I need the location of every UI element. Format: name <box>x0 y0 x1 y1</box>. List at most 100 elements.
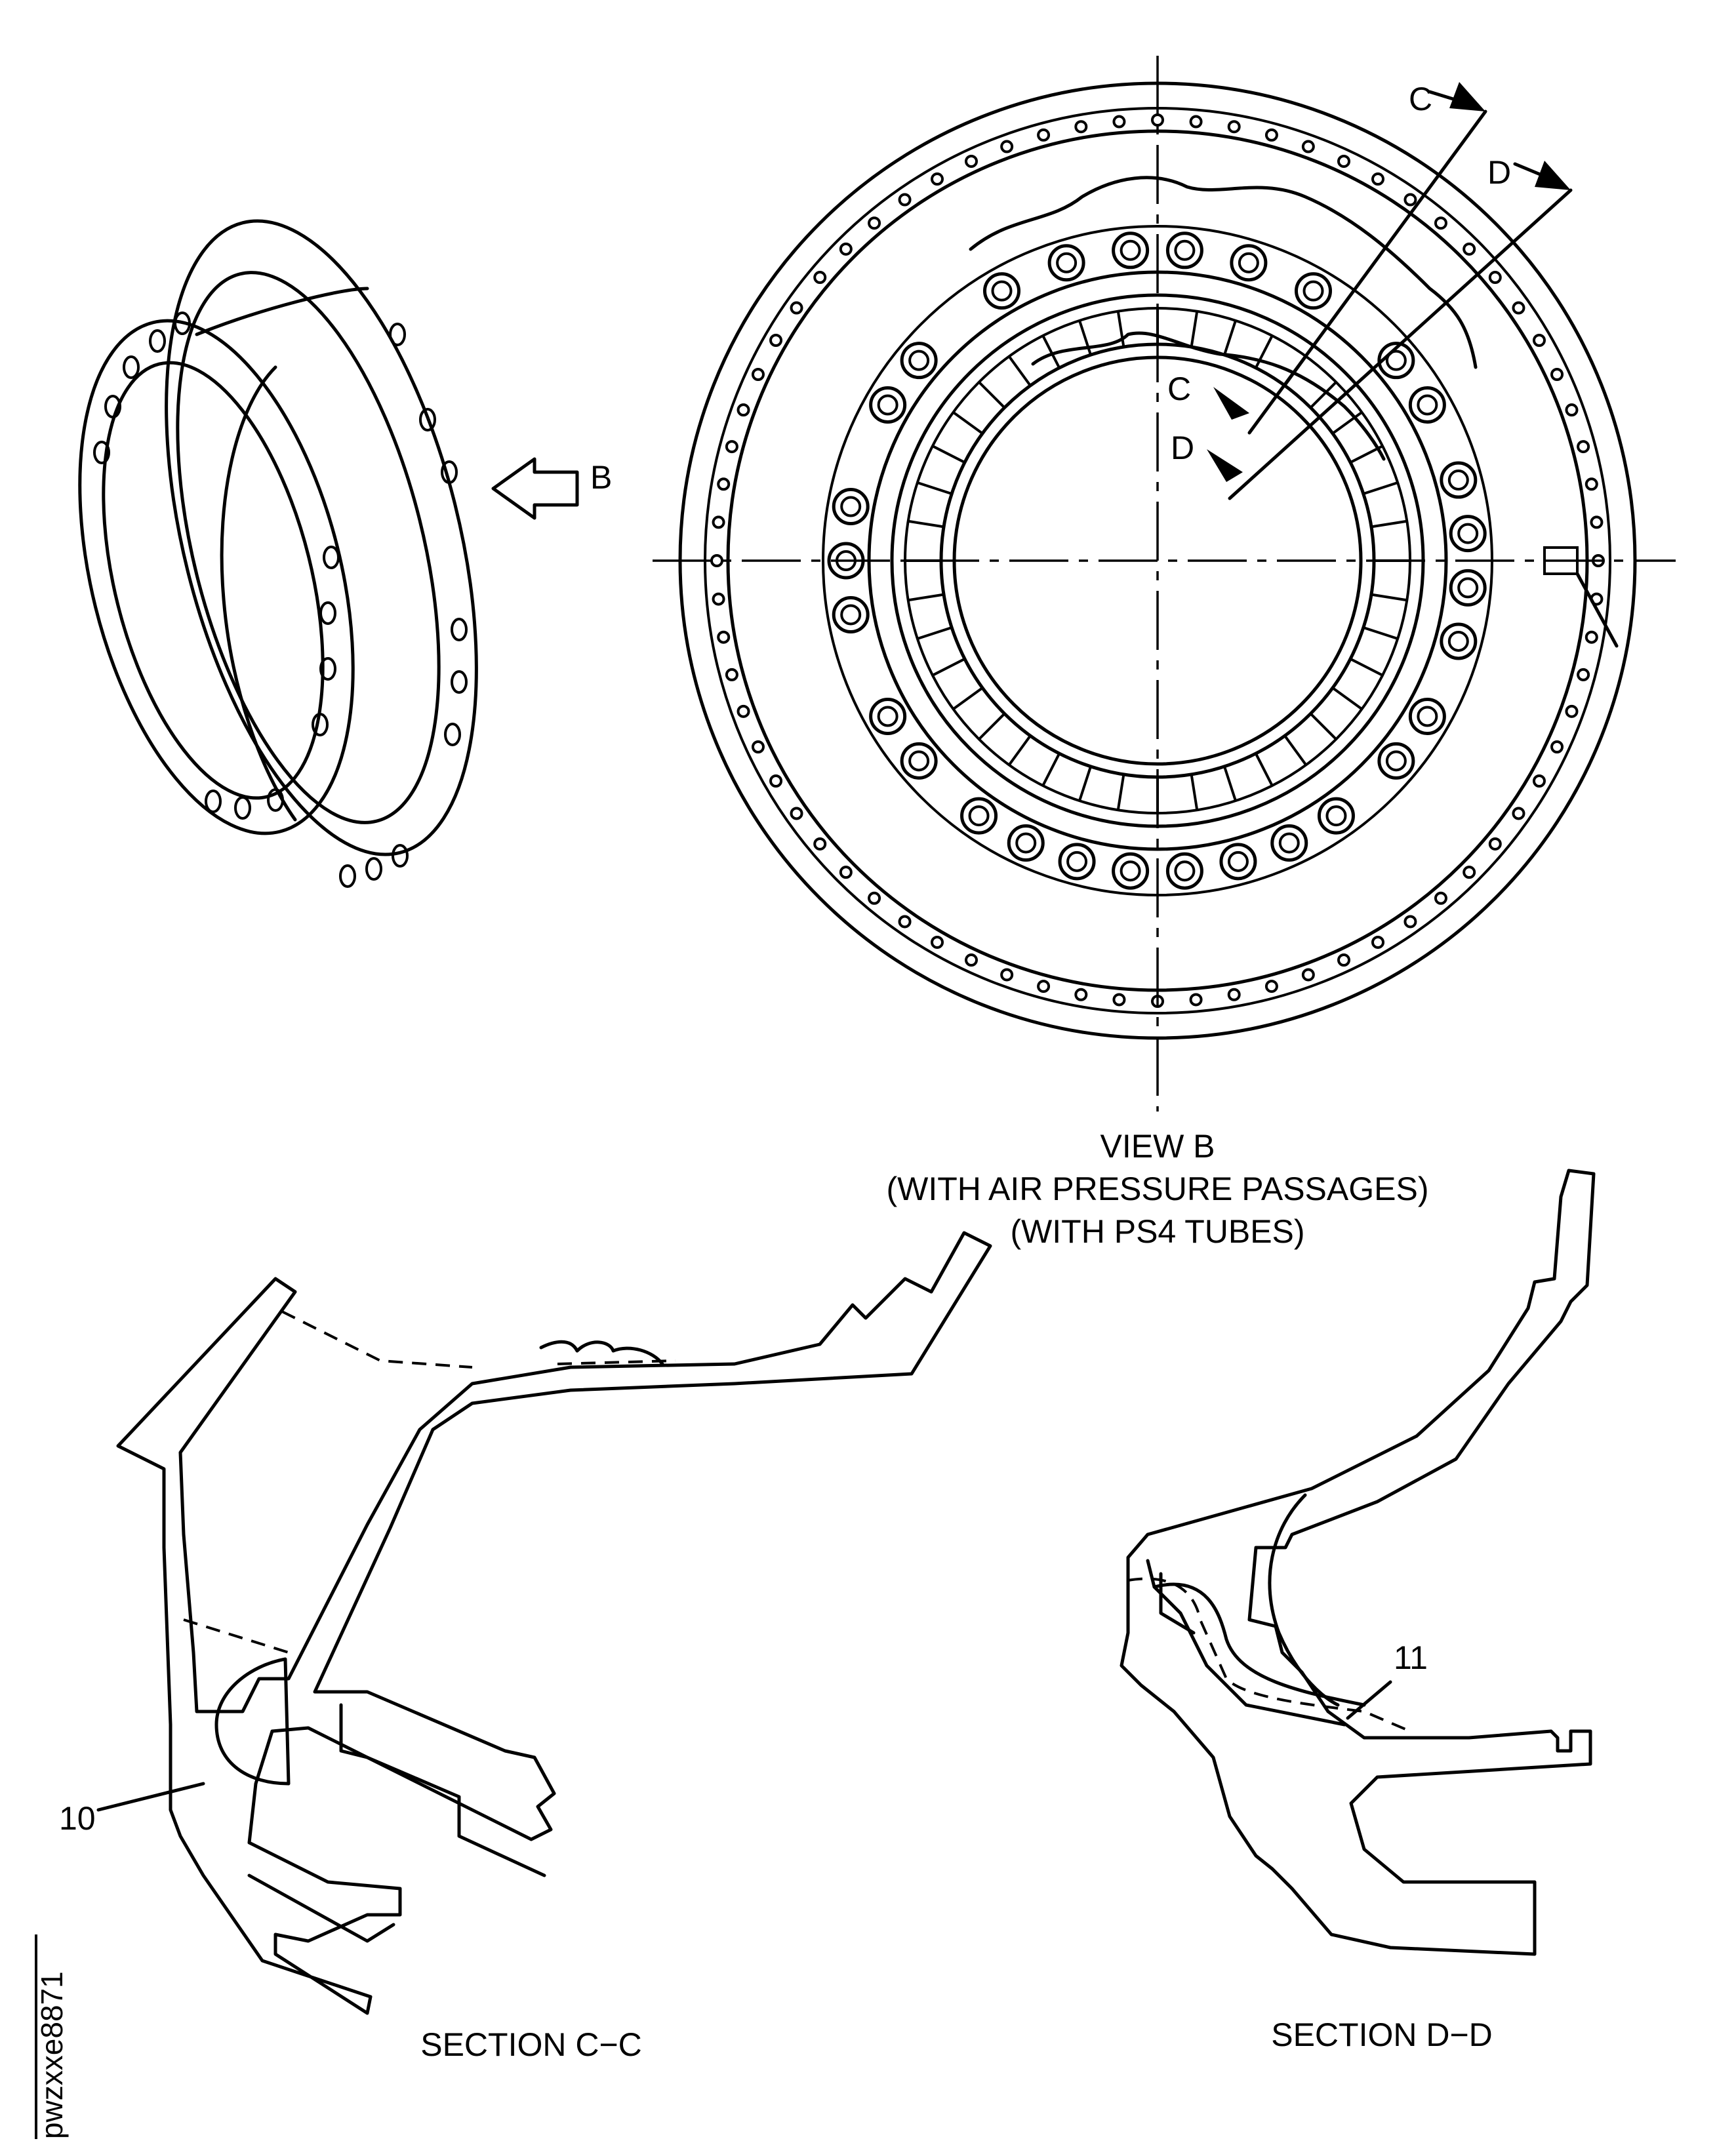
vane-tick <box>1116 311 1125 348</box>
outer-bolt-hole <box>868 216 881 230</box>
boss-hole <box>869 698 907 735</box>
outer-bolt-hole <box>1301 140 1315 153</box>
vane-tick <box>1363 626 1398 640</box>
boss-hole <box>1447 470 1469 491</box>
outer-bolt-hole <box>1151 113 1164 127</box>
boss-hole <box>1385 750 1407 772</box>
outer-bolt-hole <box>868 891 881 905</box>
boss-hole <box>908 350 930 371</box>
boss-hole <box>1174 860 1196 882</box>
vane-tick <box>1255 335 1274 369</box>
outer-bolt-hole <box>1000 968 1014 982</box>
vane-tick <box>1309 712 1337 740</box>
vane-tick <box>917 481 952 495</box>
section-cc: 10 <box>59 1231 992 2015</box>
boss-hole <box>991 280 1013 302</box>
boss-hole <box>1238 252 1259 273</box>
outer-bolt-hole <box>769 334 783 347</box>
bosses <box>827 231 1487 890</box>
outer-bolt-hole <box>751 368 765 382</box>
view-b-caption-line2: (WITH AIR PRESSURE PASSAGES) <box>886 1171 1428 1207</box>
boss-hole <box>832 488 870 526</box>
inner-cutaway-edge <box>1031 331 1386 461</box>
cut-d-inner-label: D <box>1171 430 1194 466</box>
vane-tick <box>1363 481 1398 495</box>
vane-tick <box>1371 593 1407 602</box>
outer-bolt-hole <box>1488 271 1502 285</box>
boss-hole <box>1270 824 1308 862</box>
boss-hole <box>1165 852 1203 890</box>
boss-hole <box>1408 698 1446 735</box>
outer-bolt-hole <box>931 935 944 949</box>
outer-bolt-hole <box>717 477 731 491</box>
boss-hole <box>1056 252 1078 273</box>
view-arrow-label: B <box>590 459 612 496</box>
boss-hole <box>877 706 898 727</box>
outer-bolt-hole <box>898 915 912 929</box>
outer-bolt-hole <box>717 630 731 644</box>
cut-line-d <box>1228 188 1573 500</box>
isometric-ring: B <box>78 219 612 888</box>
cutaway-edge <box>969 176 1478 369</box>
outer-bolt-hole <box>1301 968 1315 982</box>
vane-tick <box>1041 753 1060 786</box>
vane-tick <box>1190 311 1199 348</box>
outer-bolt-hole <box>769 774 783 788</box>
boss-hole <box>1457 523 1479 544</box>
section-dd: 11 <box>1120 1169 1596 1956</box>
outer-bolt-hole <box>751 740 765 753</box>
boss-hole <box>1227 851 1249 872</box>
boss-hole <box>1417 706 1438 727</box>
boss-hole <box>1302 280 1324 302</box>
outer-bolt-hole <box>1585 630 1598 644</box>
section-cc-outline <box>116 1231 992 2015</box>
boss-hole <box>1047 244 1085 282</box>
vane-tick <box>1190 774 1199 811</box>
outer-bolt-hole <box>813 271 827 285</box>
section-cc-caption: SECTION C−C <box>420 2026 642 2063</box>
vane-tick <box>1255 753 1274 786</box>
outer-bolt-hole <box>1403 193 1417 207</box>
outer-bolt-hole <box>1074 120 1088 134</box>
boss-hole <box>1447 630 1469 652</box>
ring-bolt-holes <box>93 311 468 888</box>
outer-bolt-hole <box>1189 115 1203 129</box>
boss-hole <box>1230 244 1268 282</box>
boss-hole <box>1385 350 1407 371</box>
outer-bolt-hole <box>712 515 725 529</box>
vane-tick <box>1283 734 1307 766</box>
arrow-c-top <box>1449 82 1485 111</box>
outer-bolt-hole <box>1000 140 1014 153</box>
outer-bolt-hole <box>790 301 803 315</box>
boss-hole <box>836 550 857 571</box>
item-11-label: 11 <box>1394 1639 1428 1676</box>
vane-tick <box>1331 687 1363 710</box>
arrow-d-inner <box>1207 449 1243 482</box>
vane-tick <box>1223 320 1237 355</box>
outer-bolt-hole <box>1434 891 1447 905</box>
boss-hole <box>1317 797 1355 835</box>
boss-hole <box>1295 272 1332 310</box>
outer-bolt-hole <box>1037 128 1051 142</box>
outer-bolt-hole <box>839 242 853 256</box>
boss-hole <box>1219 843 1257 881</box>
item-10-label: 10 <box>59 1800 96 1837</box>
outer-bolt-hole <box>1512 807 1525 820</box>
outer-bolt-hole <box>1512 301 1525 315</box>
cut-c-top-label: C <box>1409 81 1432 117</box>
boss-hole <box>1325 805 1347 827</box>
outer-bolt-hole <box>898 193 912 207</box>
outer-bolt-circle <box>710 113 1605 1008</box>
vane-tick <box>908 593 944 602</box>
outer-bolt-hole <box>931 172 944 186</box>
vane-tick <box>917 626 952 640</box>
outer-bolt-hole <box>1577 440 1590 454</box>
boss-hole <box>1440 461 1478 499</box>
vane-tick <box>932 658 965 677</box>
boss-hole <box>968 805 990 827</box>
outer-bolt-hole <box>1112 993 1126 1007</box>
boss-hole <box>1015 832 1037 854</box>
boss-hole <box>1408 386 1446 424</box>
outer-bolt-hole <box>1532 334 1546 347</box>
